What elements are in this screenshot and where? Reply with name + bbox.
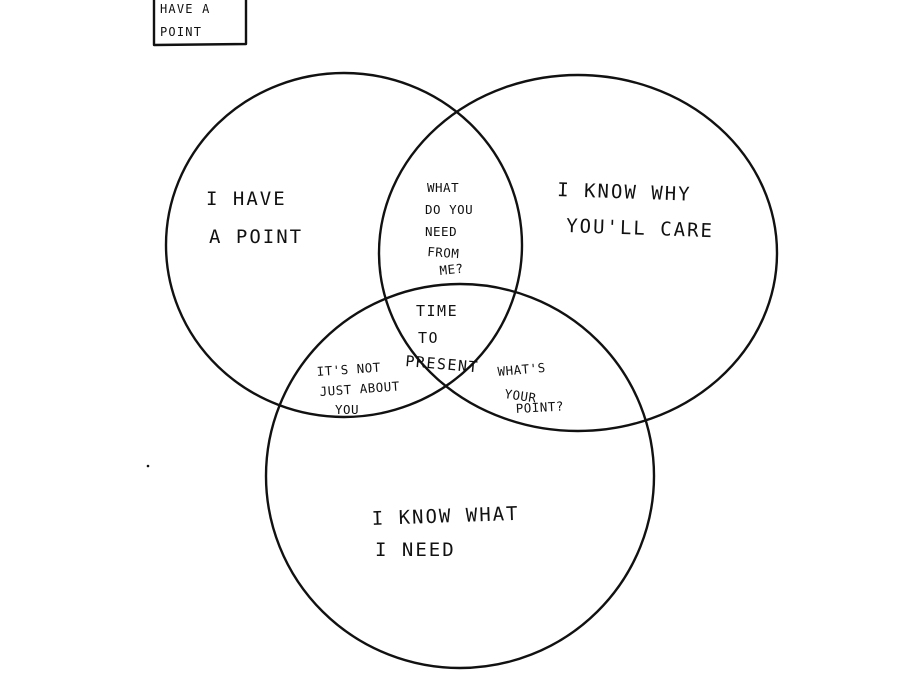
title-tag-line2: POINT [160,25,202,39]
label-point-line2: A POINT [209,226,303,248]
label-what-do-you-need-from-me: WHAT DO YOU NEED FROM ME? [425,180,473,278]
label-need-line1: I KNOW WHAT [371,503,520,530]
overlap-pn-line3: YOU [335,402,359,417]
center-line2: TO [418,329,439,347]
label-point-line1: I HAVE [206,188,287,210]
center-line1: TIME [416,302,458,320]
label-care-line1: I KNOW WHY [557,179,692,206]
circle-i-have-a-point [164,71,524,419]
label-i-have-a-point: I HAVE A POINT [206,188,303,248]
circle-i-know-why-youll-care [377,73,779,433]
label-care-line2: YOU'LL CARE [566,215,715,242]
title-tag: HAVE A POINT [152,0,248,47]
overlap-cn-line1: WHAT'S [497,360,546,379]
label-need-line2: I NEED [375,539,456,561]
overlap-pn-line1: IT'S NOT [316,360,381,379]
title-tag-line1: HAVE A [160,2,211,16]
overlap-cn-line2: YOUR [504,386,538,405]
overlap-pc-line5: ME? [439,261,465,278]
label-its-not-just-about-you: IT'S NOT JUST ABOUT YOU [316,360,400,417]
overlap-pn-line2: JUST ABOUT [319,378,400,399]
label-i-know-why-youll-care: I KNOW WHY YOU'LL CARE [557,179,715,242]
label-i-know-what-i-need: I KNOW WHAT I NEED [371,503,520,561]
title-tag-box [152,0,248,47]
overlap-pc-line3: NEED [425,224,457,239]
stray-mark [146,464,150,468]
overlap-pc-line2: DO YOU [425,202,473,217]
label-whats-your-point: WHAT'S YOUR POINT? [497,360,564,416]
overlap-cn-line3: POINT? [515,398,564,415]
circle-i-know-what-i-need [264,282,656,670]
overlap-pc-line1: WHAT [427,180,459,195]
overlap-pc-line4: FROM [427,244,460,261]
